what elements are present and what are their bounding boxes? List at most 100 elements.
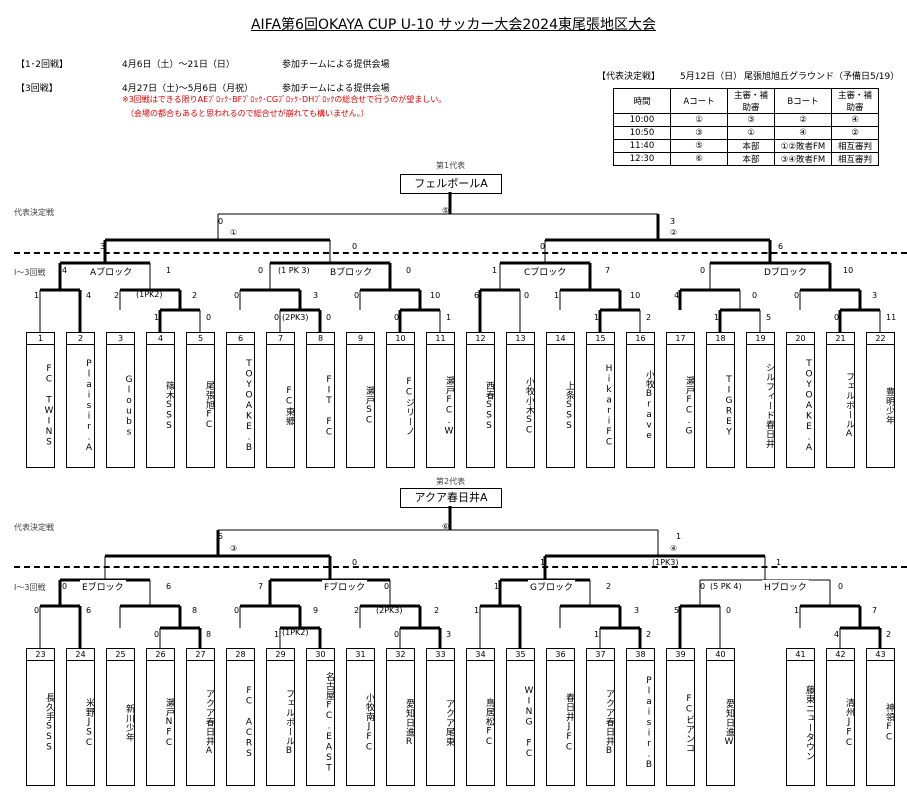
score-label: 3	[670, 217, 676, 226]
table-cell: 相互審判	[831, 152, 879, 166]
score-label: 5	[766, 313, 772, 322]
score-label: 2	[646, 313, 652, 322]
team-number: 35	[507, 649, 534, 661]
team-name: Gloubs	[124, 374, 134, 438]
score-label: 3	[100, 242, 106, 251]
team-number: 23	[27, 649, 54, 661]
team-number: 18	[707, 333, 734, 345]
score-label: 0	[258, 266, 264, 275]
rep1-label: 代表決定戦	[14, 208, 54, 217]
score-label: 7	[258, 582, 264, 591]
block-label: Hブロック	[762, 580, 809, 593]
team-name: 米野JSC	[84, 697, 94, 749]
team-name: 鳥居松FC	[484, 698, 494, 748]
block-label: Gブロック	[528, 580, 575, 593]
score-label: 0	[62, 582, 68, 591]
team-name: アクア春日井A	[204, 689, 214, 757]
page-title: AIFA第6回OKAYA CUP U-10 サッカー大会2024東尾張地区大会	[250, 17, 656, 33]
team-name: TIGREY	[724, 374, 734, 438]
block-label: Aブロック	[88, 265, 135, 278]
score-label: 0	[354, 291, 360, 300]
score-label: 2	[886, 630, 892, 639]
team-number: 5	[187, 333, 214, 345]
team-number: 10	[387, 333, 414, 345]
team-number: 33	[427, 649, 454, 661]
team-number: 19	[747, 333, 774, 345]
score-label: 0	[794, 291, 800, 300]
team-number: 14	[547, 333, 574, 345]
pk-label: (2PK3)	[282, 313, 309, 322]
match-number: ⑤	[442, 206, 450, 215]
score-label: 0	[834, 313, 840, 322]
score-label: 3	[872, 291, 878, 300]
rep2-caption: 第2代表	[436, 477, 466, 486]
team-number: 30	[307, 649, 334, 661]
team-number: 13	[507, 333, 534, 345]
score-label: 1	[274, 630, 280, 639]
score-label: 0	[274, 313, 280, 322]
match-number: ⑥	[442, 522, 450, 531]
team-number: 28	[227, 649, 254, 661]
team-number: 8	[307, 333, 334, 345]
round-date: 4月6日（土）～21日（日）	[122, 60, 235, 70]
score-label: 2	[192, 291, 198, 300]
note: ※3回戦はできる限りAEﾌﾞﾛｯｸ･BFﾌﾞﾛｯｸ･CGﾌﾞﾛｯｸ･DHﾌﾞﾛｯ…	[122, 95, 447, 104]
team-name: 豊明少年	[884, 387, 894, 425]
team-name: 篠木SSS	[164, 380, 174, 432]
team-number: 16	[627, 333, 654, 345]
team-number: 39	[667, 649, 694, 661]
score-label: 1	[714, 313, 720, 322]
team-name: HikariFC	[604, 364, 614, 448]
score-label: 0	[394, 630, 400, 639]
score-label: 6	[166, 582, 172, 591]
team-number: 11	[427, 333, 454, 345]
team-name: Plaisir.A	[84, 358, 94, 454]
score-label: 2	[114, 291, 120, 300]
match-number: ④	[670, 544, 678, 553]
rep2-range: Ⅰ～3回戦	[14, 583, 46, 592]
score-label: 0	[700, 582, 706, 591]
final-date: 5月12日（日）	[680, 72, 743, 82]
score-label: 0	[234, 606, 240, 615]
team-name: 瀬戸FC.W	[444, 375, 454, 437]
team-number: 24	[67, 649, 94, 661]
team-name: 長久手SSS	[44, 693, 54, 753]
team-number: 3	[107, 333, 134, 345]
score-label: 0	[218, 217, 224, 226]
team-name: 西春SSS	[484, 380, 494, 432]
score-label: 0	[394, 313, 400, 322]
score-label: 4	[674, 291, 680, 300]
score-label: 3	[313, 291, 319, 300]
table-header: 主審・補助審	[831, 88, 879, 114]
score-label: 1	[154, 313, 160, 322]
team-name: FIT FC	[324, 374, 334, 438]
round-venue: 参加チームによる提供会場	[282, 84, 390, 94]
score-label: 0	[838, 582, 844, 591]
score-label: 8	[192, 606, 198, 615]
score-label: 0	[154, 630, 160, 639]
score-label: 0	[234, 291, 240, 300]
team-number: 6	[227, 333, 254, 345]
score-label: 0	[326, 313, 332, 322]
team-name: 藤東ニュータウン	[804, 685, 814, 761]
score-label: 1	[166, 266, 172, 275]
score-label: 2	[606, 582, 612, 591]
score-label: 1	[492, 266, 498, 275]
team-name: TOYOAKE.A	[804, 358, 814, 454]
